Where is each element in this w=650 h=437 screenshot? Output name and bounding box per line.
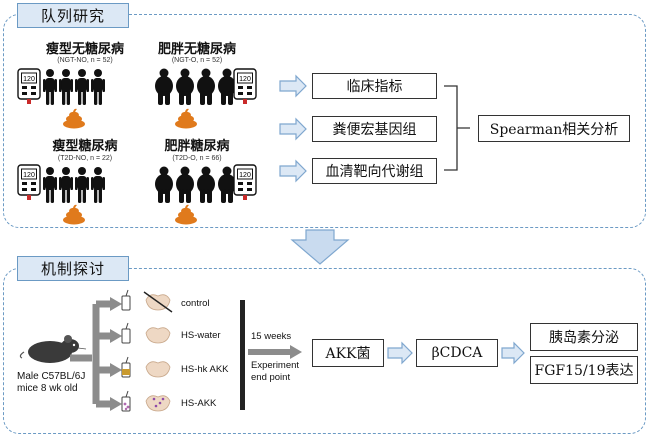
treatment-hs-akk: HS-AKK <box>181 398 217 409</box>
clinical-indicators-box: 临床指标 <box>312 73 437 99</box>
treatment-control: control <box>181 298 210 309</box>
duration-label: 15 weeks <box>251 331 292 342</box>
mechanism-panel <box>3 268 646 434</box>
treatment-hs-water: HS-water <box>181 330 221 341</box>
group-title-ngt-o: 肥胖无糖尿病 <box>157 42 236 57</box>
endpoint-label-line2: end point <box>251 372 291 383</box>
group-title-t2d-no: 瘦型糖尿病 <box>52 139 118 154</box>
bcdca-box: βCDCA <box>416 339 498 367</box>
spearman-box: Spearman相关分析 <box>478 115 630 142</box>
treatment-tree <box>70 300 112 408</box>
group-title-ngt-no: 瘦型无糖尿病 <box>45 42 124 57</box>
timeline-arrowhead <box>290 345 302 359</box>
tree-arrowheads <box>110 297 122 411</box>
mechanism-title: 机制探讨 <box>17 256 129 281</box>
arrow-to-metabolome <box>279 159 307 183</box>
serum-metabolome-box: 血清靶向代谢组 <box>312 158 437 184</box>
insulin-secretion-box: 胰岛素分泌 <box>530 323 638 351</box>
arrow-akk-to-bcdca <box>387 341 413 365</box>
group-sub-ngt-o: (NGT-O, n = 52) <box>171 57 223 64</box>
brace-connector <box>444 85 470 171</box>
diet-pellet-icons <box>145 294 171 412</box>
water-bottle-icons <box>121 289 131 412</box>
mouse-icon <box>19 335 87 363</box>
group-sub-t2d-no: (T2D-NO, n = 22) <box>57 155 113 162</box>
cohort-panel <box>3 14 646 228</box>
hk-akk-marker <box>122 369 130 375</box>
down-arrow <box>290 229 350 265</box>
akk-marker <box>123 402 130 411</box>
akk-box: AKK菌 <box>312 339 384 367</box>
group-sub-t2d-o: (T2D-O, n = 66) <box>172 155 222 162</box>
timeline-bar <box>240 300 245 410</box>
mouse-label-line2: mice 8 wk old <box>17 383 78 394</box>
chain-arrows <box>387 341 525 365</box>
control-strike-line <box>143 291 173 313</box>
arrow-to-metagenome <box>279 117 307 141</box>
fgf-expression-box: FGF15/19表达 <box>530 356 638 384</box>
treatment-hs-hk-akk: HS-hk AKK <box>181 364 229 375</box>
group-title-t2d-o: 肥胖糖尿病 <box>164 139 230 154</box>
arrow-to-clinical <box>279 74 307 98</box>
fecal-metagenome-box: 粪便宏基因组 <box>312 116 437 142</box>
pellet-dots <box>152 397 165 408</box>
endpoint-label-line1: Experiment <box>251 360 300 371</box>
arrow-bcdca-to-outcomes <box>501 341 525 365</box>
cohort-arrows <box>279 74 307 183</box>
mouse-label-line1: Male C57BL/6J <box>17 371 86 382</box>
cohort-title: 队列研究 <box>17 3 129 28</box>
group-sub-ngt-no: (NGT-NO, n = 52) <box>57 57 113 64</box>
